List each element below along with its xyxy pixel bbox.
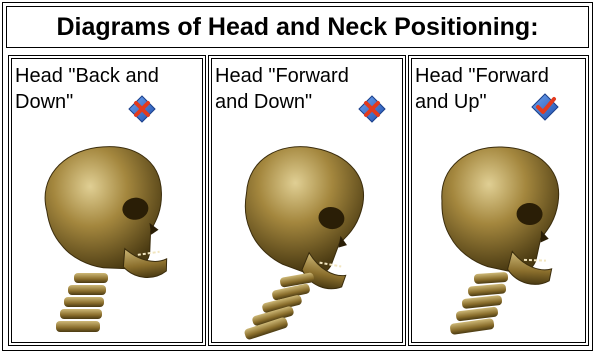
panel-frame: Head "Forward and Down" bbox=[211, 58, 403, 343]
panel-caption: Head "Forward and Down" bbox=[215, 63, 349, 115]
cross-mark-icon bbox=[357, 94, 387, 124]
skull-back-and-down-image bbox=[34, 141, 184, 341]
cross-mark-icon bbox=[127, 94, 157, 124]
page-title: Diagrams of Head and Neck Positioning: bbox=[6, 6, 589, 48]
skull-forward-and-up-image bbox=[430, 141, 580, 341]
check-mark-icon bbox=[530, 92, 560, 122]
panel-frame: Head "Back and Down" bbox=[11, 58, 203, 343]
panel-forward-and-down: Head "Forward and Down" bbox=[208, 55, 406, 346]
panel-caption: Head "Forward and Up" bbox=[415, 63, 549, 115]
panel-forward-and-up: Head "Forward and Up" bbox=[408, 55, 589, 346]
skull-forward-and-down-image bbox=[234, 141, 394, 341]
panel-back-and-down: Head "Back and Down" bbox=[8, 55, 206, 346]
panel-frame: Head "Forward and Up" bbox=[411, 58, 586, 343]
positioning-diagram-table: Diagrams of Head and Neck Positioning: H… bbox=[2, 2, 593, 351]
